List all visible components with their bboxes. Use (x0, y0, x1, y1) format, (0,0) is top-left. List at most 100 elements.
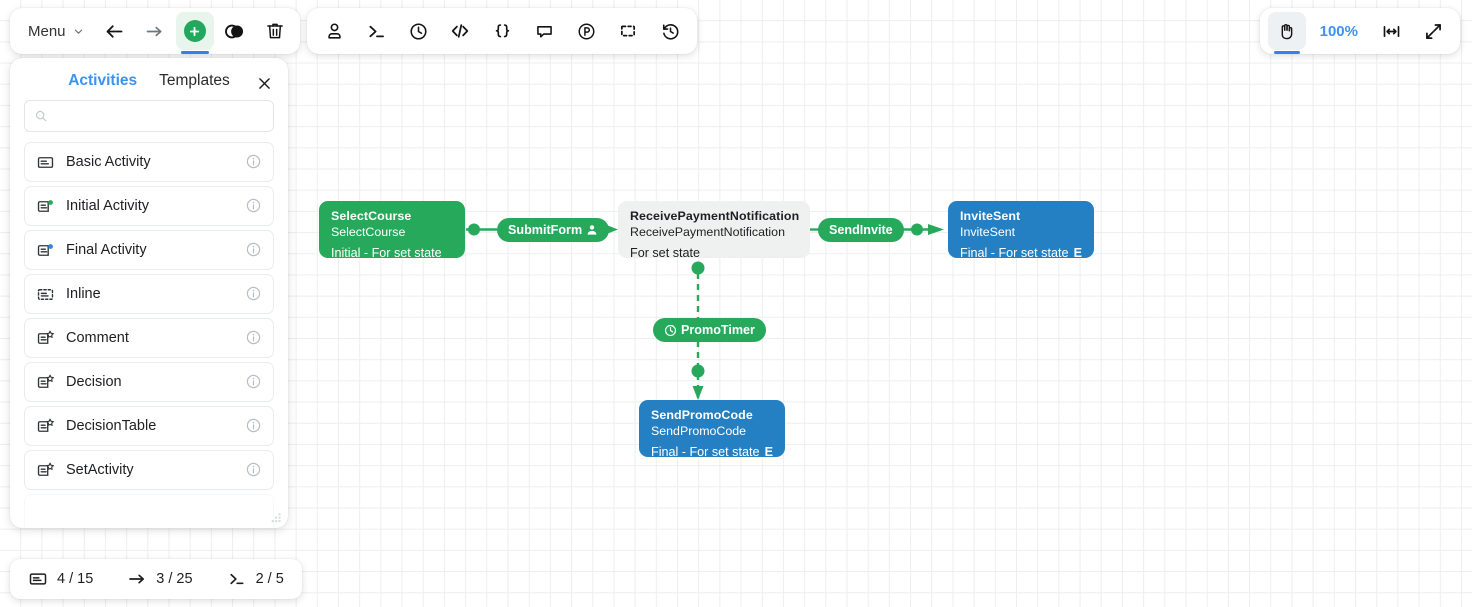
list-item[interactable]: Decision (24, 362, 274, 402)
flow-node-selectcourse[interactable]: SelectCourse SelectCourse Initial - For … (319, 201, 465, 260)
node-footer: Final - For set state E (651, 445, 773, 461)
json-tool[interactable] (483, 12, 521, 50)
selection-tool[interactable] (609, 12, 647, 50)
list-item-label: Basic Activity (66, 154, 151, 170)
user-tool[interactable] (315, 12, 353, 50)
undo-icon (104, 21, 125, 42)
flow-transition-sendinvite[interactable]: SendInvite (818, 218, 904, 242)
activity-inline-icon (36, 285, 60, 304)
timer-tool[interactable] (399, 12, 437, 50)
menu-button[interactable]: Menu (16, 12, 94, 50)
comment-tool[interactable] (525, 12, 563, 50)
clock-icon (408, 21, 429, 42)
list-item[interactable]: SetActivity (24, 450, 274, 490)
list-item[interactable]: Final Activity (24, 230, 274, 270)
resize-grip-icon[interactable] (269, 510, 283, 524)
info-icon[interactable] (245, 153, 263, 171)
speech-bubble-icon (534, 21, 555, 42)
transition-label: SendInvite (829, 223, 893, 237)
delete-button[interactable] (256, 12, 294, 50)
tab-templates[interactable]: Templates (159, 72, 230, 89)
chevron-down-icon (73, 26, 84, 37)
search-container (10, 100, 288, 142)
fit-width-button[interactable] (1372, 12, 1410, 50)
flow-node-receivepaymentnotification[interactable]: ReceivePaymentNotification ReceivePaymen… (618, 201, 810, 260)
list-item[interactable]: Basic Activity (24, 142, 274, 182)
node-subtitle: SelectCourse (331, 224, 406, 239)
search-input[interactable] (56, 108, 264, 124)
list-item-label: Inline (66, 286, 101, 302)
trash-icon (265, 21, 285, 41)
add-button[interactable] (175, 12, 214, 50)
node-footer: Initial - For set state (331, 246, 453, 262)
info-icon[interactable] (245, 417, 263, 435)
flow-node-invitesent[interactable]: InviteSent InviteSent Final - For set st… (948, 201, 1094, 260)
node-title: ReceivePaymentNotification (630, 209, 800, 223)
search-box[interactable] (24, 100, 274, 132)
node-subtitle: SendPromoCode (651, 423, 747, 438)
list-item-label: SetActivity (66, 462, 134, 478)
node-footer-text: For set state (630, 246, 700, 260)
activities-list[interactable]: Basic Activity Initial Activity (10, 142, 288, 528)
flow-node-sendpromocode[interactable]: SendPromoCode SendPromoCode Final - For … (639, 400, 785, 459)
tab-activities[interactable]: Activities (68, 72, 138, 89)
toggle-button[interactable] (216, 12, 254, 50)
info-icon[interactable] (245, 373, 263, 391)
activity-initial-icon (36, 197, 60, 216)
list-item[interactable]: Initial Activity (24, 186, 274, 226)
node-footer-text: Initial - For set state (331, 246, 442, 260)
code-brackets-icon (449, 20, 471, 42)
menu-label: Menu (28, 22, 66, 40)
fit-width-icon (1381, 21, 1402, 42)
node-footer-text: Final - For set state (651, 445, 760, 459)
parking-tool[interactable] (567, 12, 605, 50)
node-subtitle: InviteSent (960, 224, 1016, 239)
info-icon[interactable] (245, 329, 263, 347)
dashed-square-icon (618, 21, 638, 41)
list-item[interactable]: Comment (24, 318, 274, 358)
info-icon[interactable] (245, 197, 263, 215)
clock-badge-icon (664, 324, 677, 337)
flow-transition-submitform[interactable]: SubmitForm (497, 218, 610, 242)
node-title: InviteSent (960, 209, 1021, 223)
list-item[interactable] (24, 494, 274, 528)
plus-circle-icon (183, 20, 206, 42)
zoom-level-label[interactable]: 100% (1319, 22, 1358, 40)
pan-tool-button[interactable] (1267, 12, 1306, 50)
search-icon (34, 109, 48, 123)
list-item-label: Decision (66, 374, 122, 390)
activity-icon (36, 153, 60, 172)
status-value: 4 / 15 (57, 571, 94, 587)
list-item[interactable]: Inline (24, 274, 274, 314)
activity-star-icon (36, 461, 60, 480)
info-icon[interactable] (245, 241, 263, 259)
status-bar: 4 / 15 3 / 25 2 / 5 (10, 559, 302, 599)
activity-final-icon (36, 241, 60, 260)
node-footer-text: Final - For set state (960, 246, 1069, 260)
expand-diagonal-icon (1423, 21, 1444, 42)
list-item-label: DecisionTable (66, 418, 157, 434)
history-clock-icon (660, 21, 681, 42)
node-title: SendPromoCode (651, 408, 753, 422)
undo-button[interactable] (96, 12, 134, 50)
redo-button[interactable] (136, 12, 174, 50)
status-activities: 4 / 15 (28, 569, 93, 589)
flow-transition-promotimer[interactable]: PromoTimer (653, 318, 766, 342)
info-icon[interactable] (245, 285, 263, 303)
user-icon (324, 21, 345, 42)
user-badge-icon (586, 224, 598, 236)
code-tool[interactable] (441, 12, 479, 50)
redo-icon (144, 21, 165, 42)
script-count-icon (227, 569, 247, 589)
transition-count-icon (127, 569, 147, 589)
history-tool[interactable] (651, 12, 689, 50)
info-icon[interactable] (245, 461, 263, 479)
list-item[interactable]: DecisionTable (24, 406, 274, 446)
terminal-tool[interactable] (357, 12, 395, 50)
close-icon[interactable] (252, 71, 276, 95)
activities-panel: Activities Templates (10, 58, 288, 528)
activity-star-icon (36, 417, 60, 436)
expand-button[interactable] (1414, 12, 1452, 50)
activity-star-icon (36, 329, 60, 348)
node-footer: Final - For set state E (960, 246, 1082, 262)
